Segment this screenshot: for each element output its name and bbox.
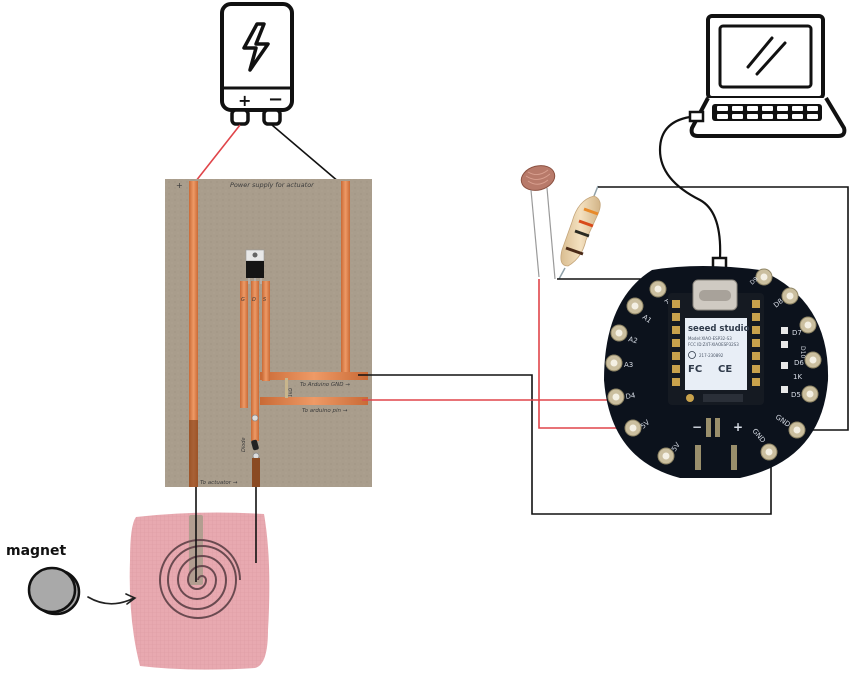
laptop-icon [688, 14, 847, 138]
board-label-d10: D10 [799, 346, 806, 358]
pulldown-resistor-label: 1kΩ [288, 388, 294, 397]
chip-fcc-id: FCC ID:Z4T-XIAOESP32S3 [688, 342, 739, 347]
magnet-label: magnet [6, 543, 67, 559]
mosfet-hole [252, 252, 258, 258]
cardboard-board: + Power supply for actuator G D S 1kΩ To… [165, 179, 372, 487]
coil-fabric [129, 512, 270, 670]
wire-sensor-to-5v [538, 279, 628, 429]
diode-label: Diode [241, 437, 247, 452]
ce-mark: CE [718, 364, 732, 375]
arrow-icon [87, 593, 137, 605]
coil-spiral [158, 539, 241, 619]
to-actuator-label: To actuator → [200, 480, 238, 486]
to-arduino-pin-label: To arduino pin → [302, 408, 348, 414]
pin-label-5v-2: 5V [670, 441, 682, 453]
copper-strip-signal [260, 397, 368, 405]
copper-strip-gnd [260, 372, 368, 380]
usb-cable [658, 115, 722, 259]
wire-battery-negative [271, 124, 347, 189]
battery-minus-terminal-label: − [268, 89, 283, 110]
usb-c-opening [699, 290, 731, 301]
laptop-screen [718, 24, 813, 89]
chip-cert-number: 217-230892 [699, 353, 724, 358]
pin-label-d4: D4 [625, 391, 637, 401]
battery-bolt-icon [242, 22, 270, 72]
power-supply-label: Power supply for actuator [230, 181, 315, 189]
plus-mark: + [176, 181, 183, 190]
mosfet-pin-g: G [241, 297, 245, 303]
to-arduino-gnd-label: To Arduino GND → [300, 382, 350, 388]
copper-strip-left [189, 181, 198, 487]
bottom-connector [703, 394, 743, 402]
mosfet-pin-s: S [263, 297, 267, 303]
wire-board-gnd [358, 374, 772, 515]
battery-plus-terminal [230, 108, 250, 126]
chip-brand: seeed studio [688, 324, 750, 334]
pin-label-d7: D7 [792, 329, 802, 337]
copper-to-coil [252, 458, 260, 487]
mosfet-pin-d: D [252, 297, 256, 303]
battery-minus-terminal [262, 108, 282, 126]
fc-mark: FC [688, 364, 702, 375]
battery: + − [220, 2, 294, 126]
diode-solder-top [251, 414, 259, 422]
copper-strip-right [341, 181, 350, 379]
wire-resistor-to-gnd [598, 186, 849, 431]
pin-label-d6: D6 [794, 359, 804, 367]
magnet: magnet [6, 543, 137, 616]
copper-drain [251, 281, 259, 441]
mosfet-body [246, 261, 264, 278]
microcontroller-board: A0 A1 A2 A3 D4 5V 5V D9 D8 D7 D6 D5 GND … [604, 266, 829, 478]
diode-body [251, 439, 259, 451]
antenna-connector [686, 394, 694, 402]
pin-label-d5: D5 [791, 391, 801, 399]
usb-plug-laptop [688, 110, 705, 123]
chip-model: Model:XIAO-ESP32-S3 [688, 336, 732, 341]
wire-battery-positive [191, 124, 241, 187]
battery-plus-terminal-label: + [238, 91, 251, 110]
pulldown-resistor [285, 378, 288, 398]
cert-icon [688, 351, 696, 359]
magnet-front [27, 566, 77, 614]
pin-label-a3: A3 [624, 361, 633, 369]
copper-source [262, 281, 270, 381]
resistor [558, 185, 601, 280]
copper-gate [240, 281, 248, 408]
copper-strip-left-tarnish [189, 420, 198, 487]
pin-label-a2: A2 [627, 335, 638, 345]
battery-pad-minus: − [692, 420, 702, 434]
photoresistor [520, 165, 556, 280]
wire-sensor-to-a0 [557, 278, 641, 288]
battery-pad-plus: + [733, 420, 743, 434]
pin-label-a1: A1 [641, 313, 653, 325]
board-label-1k: 1K [793, 373, 802, 381]
coil-actuator [129, 487, 270, 670]
pin-label-d9: D9 [749, 276, 760, 287]
